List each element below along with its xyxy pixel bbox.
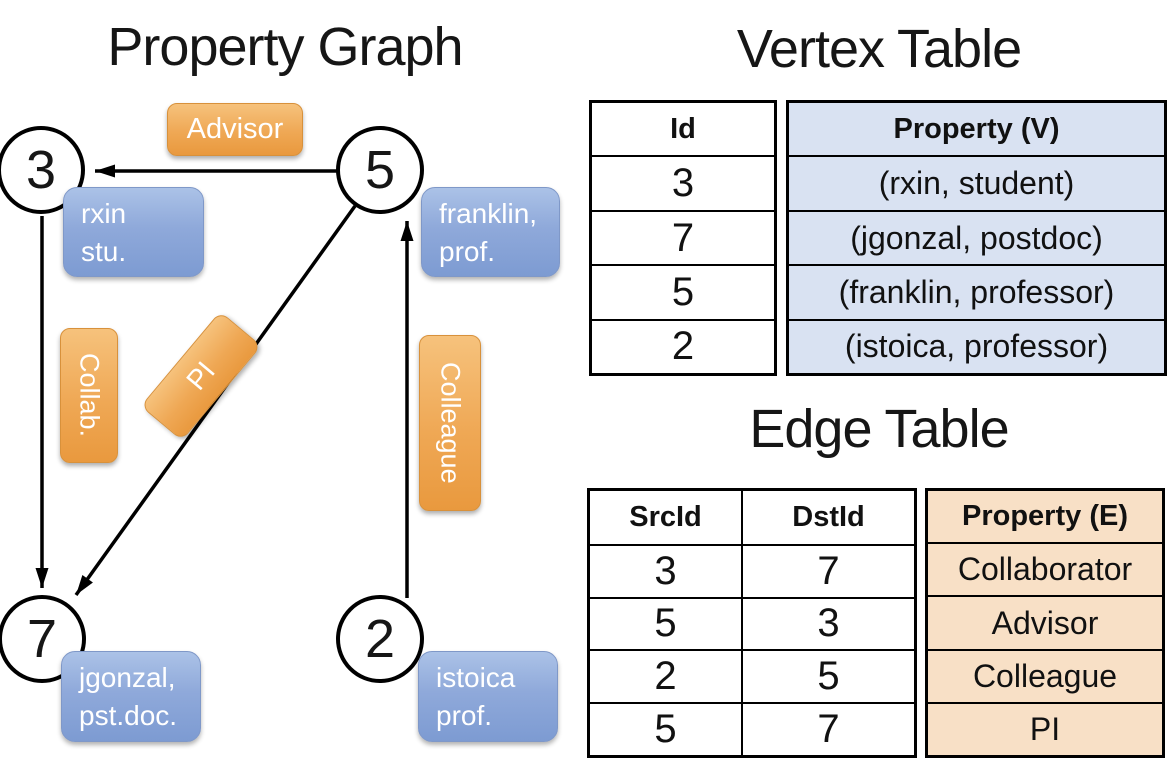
edge-table-dst-header: DstId <box>792 500 865 533</box>
edge-table-src-header: SrcId <box>590 491 743 544</box>
edge-label-advisor: Advisor <box>167 103 303 156</box>
vertex-table-property-cell: (rxin, student) <box>789 155 1164 210</box>
node-5: 5 <box>336 126 424 214</box>
node-2: 2 <box>336 595 424 683</box>
vertex-table-property-cell: (istoica, professor) <box>789 318 1164 374</box>
edge-table-dst-cell: 3 <box>743 596 914 650</box>
vertex-table-id-cell: 3 <box>592 155 774 209</box>
vertex-label-7-line2: pst.doc. <box>79 700 178 731</box>
edge-table-id-columns: SrcId DstId 3 7 5 3 2 5 5 7 <box>587 488 917 758</box>
edge-table-src-cell: 3 <box>590 543 743 597</box>
vertex-label-7: jgonzal, pst.doc. <box>61 651 201 742</box>
edge-table-src-cell: 5 <box>590 702 743 755</box>
edge-label-colleague: Colleague <box>419 335 481 511</box>
vertex-label-5-line1: franklin, <box>439 198 538 229</box>
vertex-label-7-line1: jgonzal, <box>79 662 176 693</box>
vertex-table-id-cell: 7 <box>592 209 774 264</box>
vertex-table-id-header: Id <box>670 112 696 145</box>
edge-table-title: Edge Table <box>749 399 1009 459</box>
vertex-table-property-cell: (franklin, professor) <box>789 264 1164 319</box>
edge-table-dst-cell: 5 <box>743 649 914 702</box>
edge-table-src-cell: 5 <box>590 596 743 650</box>
vertex-label-2-line1: istoica <box>436 662 516 693</box>
edge-table-src-cell: 2 <box>590 649 743 703</box>
vertex-table-id-cell: 2 <box>592 318 774 373</box>
edge-table-property-header: Property (E) <box>928 491 1162 543</box>
edge-table-property-cell: Colleague <box>928 648 1162 702</box>
node-7: 7 <box>0 595 86 683</box>
vertex-table-property-column: Property (V) (rxin, student) (jgonzal, p… <box>786 100 1167 376</box>
edge-table-dst-cell: 7 <box>743 543 914 597</box>
vertex-table-id-column: Id 3 7 5 2 <box>589 100 777 376</box>
edge-table-property-cell: Collaborator <box>928 542 1162 596</box>
vertex-label-3-line1: rxin <box>81 198 127 229</box>
edge-table-property-cell: Advisor <box>928 595 1162 649</box>
vertex-table-title: Vertex Table <box>736 19 1022 79</box>
vertex-label-5-line2: prof. <box>439 236 496 267</box>
edge-table-dst-cell: 7 <box>743 702 914 755</box>
edge-label-collab: Collab. <box>60 328 118 463</box>
vertex-table-id-cell: 5 <box>592 264 774 318</box>
vertex-table-property-header: Property (V) <box>789 103 1164 156</box>
vertex-table-property-cell: (jgonzal, postdoc) <box>789 209 1164 265</box>
vertex-label-5: franklin, prof. <box>421 187 560 277</box>
vertex-label-2: istoica prof. <box>418 651 558 742</box>
vertex-label-3: rxin stu. <box>63 187 204 277</box>
property-graph-title: Property Graph <box>107 17 463 77</box>
vertex-label-3-line2: stu. <box>81 236 127 267</box>
edge-table-property-cell: PI <box>928 701 1162 756</box>
vertex-label-2-line2: prof. <box>436 700 493 731</box>
edge-table-property-column: Property (E) Collaborator Advisor Collea… <box>925 488 1165 758</box>
